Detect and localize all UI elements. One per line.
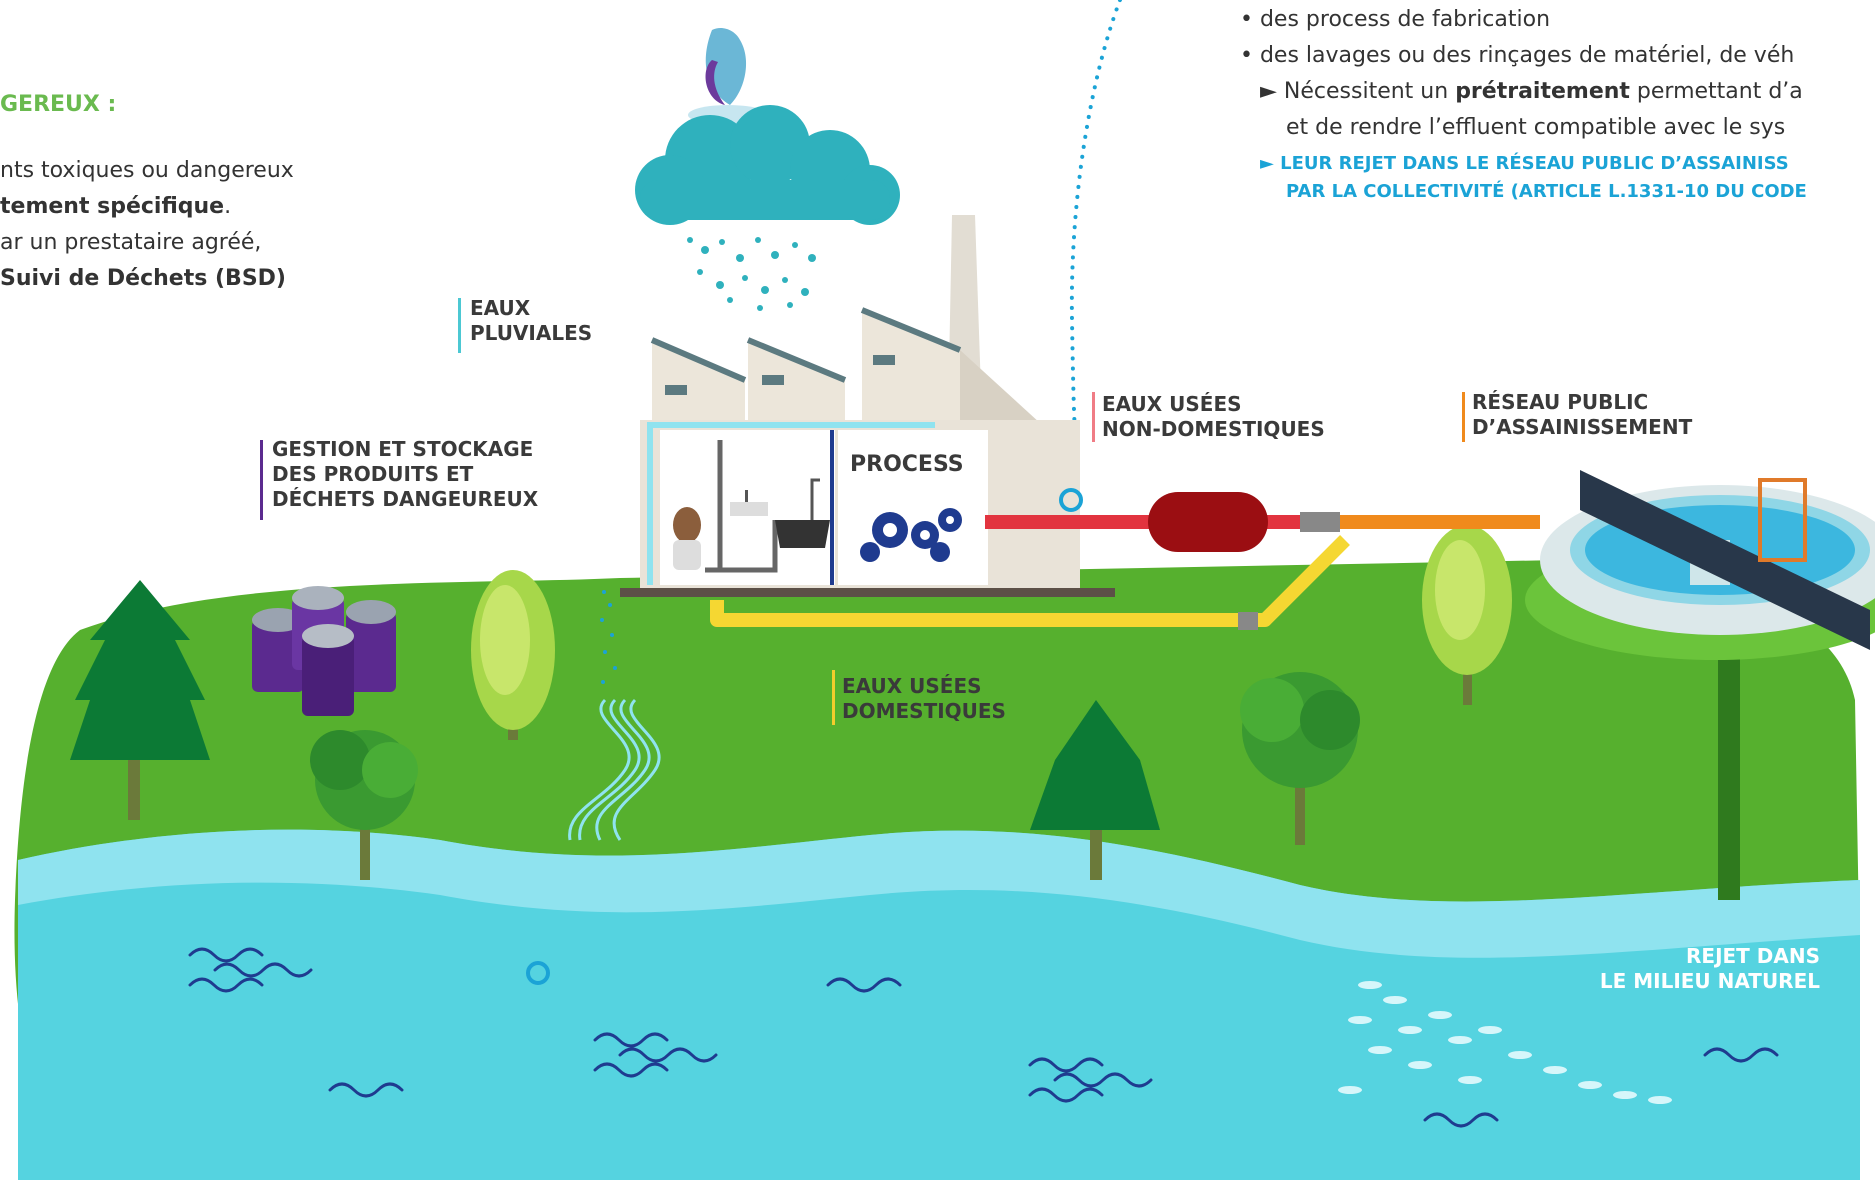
label-reseau-public: RÉSEAU PUBLIC D’ASSAINISSEMENT bbox=[1472, 390, 1693, 439]
tree-icon bbox=[1422, 525, 1512, 705]
pipe-joint bbox=[1238, 612, 1258, 630]
bsd-line: Suivi de Déchets (BSD) bbox=[0, 266, 286, 291]
river-bank-highlight bbox=[18, 829, 1860, 958]
public-sewer-pipe bbox=[1340, 515, 1540, 529]
specific-treatment-line: tement spécifique. bbox=[0, 194, 232, 219]
sink-icon bbox=[705, 440, 778, 573]
wastewater-plant-icon bbox=[1525, 470, 1875, 900]
pretreatment-tank bbox=[1148, 492, 1268, 552]
label-tick-domestiques bbox=[832, 670, 835, 725]
label-tick-non-domestiques bbox=[1092, 392, 1095, 442]
stream-icon bbox=[568, 698, 661, 841]
label-tick-pluviales bbox=[458, 298, 461, 353]
bullet-rinsing: • des lavages ou des rinçages de matérie… bbox=[1240, 43, 1795, 68]
dangerous-waste-heading: GEREUX : bbox=[0, 92, 117, 117]
pretreatment-note-line2: et de rendre l’effluent compatible avec … bbox=[1286, 115, 1786, 140]
label-process: PROCESS bbox=[850, 452, 964, 477]
tree-icon bbox=[70, 580, 210, 820]
regulation-highlight-line1: ► LEUR REJET DANS LE RÉSEAU PUBLIC D’ASS… bbox=[1260, 153, 1789, 174]
fish-school-icon bbox=[1338, 981, 1672, 1104]
toilet-icon bbox=[673, 507, 701, 570]
domestic-pipe bbox=[710, 535, 1350, 627]
approved-provider-line: ar un prestataire agréé, bbox=[0, 230, 262, 255]
connector-marker bbox=[1059, 488, 1083, 512]
non-domestic-pipe bbox=[985, 515, 1160, 529]
pipe-joint bbox=[1300, 512, 1340, 532]
barrels-icon bbox=[252, 586, 396, 716]
tree-icon bbox=[310, 730, 418, 880]
top-left-text-block: GEREUX : nts toxiques ou dangereux temen… bbox=[0, 92, 294, 297]
label-rejet-milieu-naturel: REJET DANS LE MILIEU NATUREL bbox=[1599, 944, 1820, 993]
label-eaux-usees-non-domestiques: EAUX USÉES NON-DOMESTIQUES bbox=[1102, 392, 1325, 441]
regulation-highlight-line2: PAR LA COLLECTIVITÉ (ARTICLE L.1331-10 D… bbox=[1286, 181, 1807, 202]
tree-icon bbox=[1240, 672, 1360, 845]
label-eaux-pluviales: EAUX PLUVIALES bbox=[470, 296, 593, 345]
toxic-products-line: nts toxiques ou dangereux bbox=[0, 158, 294, 183]
label-tick-gestion bbox=[260, 440, 263, 520]
water-droplets-icon bbox=[600, 590, 617, 684]
pretreatment-note: ► Nécessitent un prétraitement permettan… bbox=[1260, 79, 1803, 104]
bullet-process: • des process de fabrication bbox=[1240, 7, 1551, 32]
label-eaux-usees-domestiques: EAUX USÉES DOMESTIQUES bbox=[842, 674, 1006, 723]
label-gestion-stockage: GESTION ET STOCKAGE DES PRODUITS ET DÉCH… bbox=[272, 437, 539, 511]
top-right-text-block: • des process de fabrication • des lavag… bbox=[1240, 2, 1807, 210]
tree-icon bbox=[471, 570, 555, 740]
connector-marker bbox=[526, 961, 550, 985]
rain-icon bbox=[687, 237, 816, 311]
tree-icon bbox=[1030, 700, 1160, 880]
waves-group bbox=[188, 947, 1779, 1128]
gears-icon bbox=[860, 508, 962, 562]
bathtub-icon bbox=[775, 478, 830, 548]
label-tick-reseau bbox=[1462, 392, 1465, 442]
cloud-icon bbox=[635, 105, 900, 225]
